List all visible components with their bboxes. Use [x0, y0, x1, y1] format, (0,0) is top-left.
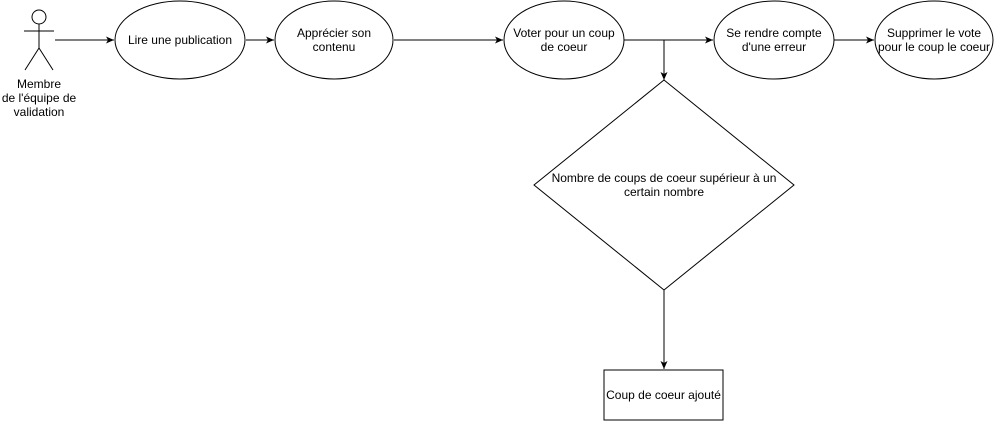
use-case-lire-shape: [114, 0, 246, 80]
use-case-supprimer-label: Supprimer le vote pour le coup le coeur: [877, 26, 991, 54]
use-case-voter-shape: [503, 0, 625, 80]
use-case-lire-label: Lire une publication: [127, 33, 233, 47]
use-case-erreur-shape: [713, 0, 835, 80]
decision-label: Nombre de coups de coeur supérieur à un …: [551, 171, 777, 199]
actor-figure: [24, 9, 54, 71]
result-label: Coup de coeur ajouté: [606, 388, 721, 402]
actor-label-line-2: de l'équipe de: [1, 91, 77, 105]
actor-head: [31, 9, 47, 25]
use-case-erreur-label: Se rendre compte d'une erreur: [726, 26, 822, 54]
actor-right-leg: [38, 47, 54, 71]
actor-label-line-3: validation: [13, 105, 65, 119]
result-box-shape: [603, 369, 724, 421]
actor-label: Membre de l'équipe de validation: [0, 75, 78, 121]
use-case-apprecier-shape: [274, 0, 394, 80]
use-case-apprecier-label: Apprécier son contenu: [296, 26, 372, 54]
decision-diamond-shape: [533, 79, 795, 291]
use-case-voter-label: Voter pour un coup de coeur: [513, 26, 615, 54]
actor-left-leg: [24, 47, 40, 71]
use-case-supprimer-shape: [874, 0, 994, 80]
actor-label-line-1: Membre: [16, 77, 61, 91]
